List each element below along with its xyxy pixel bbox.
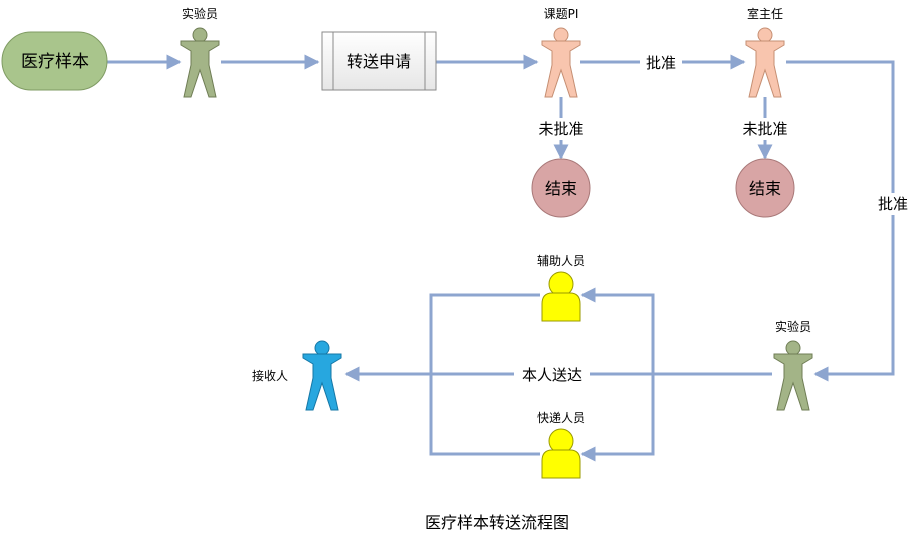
edge-loop-left — [429, 293, 540, 456]
lab-staff-top-person-icon — [180, 27, 220, 98]
node-end-1 — [531, 158, 591, 218]
director-person-icon — [745, 27, 785, 98]
node-courier-label: 快递人员 — [537, 411, 585, 425]
edge-label-self-delivery: 本人送达 — [522, 366, 582, 384]
node-transfer-request-label: 转送申请 — [347, 52, 411, 71]
edge-label-director-approve: 批准 — [878, 195, 908, 213]
courier-user-icon — [541, 428, 581, 479]
edge-label-director-reject: 未批准 — [742, 120, 787, 138]
node-assistant-label: 辅助人员 — [537, 254, 585, 268]
node-project-pi-label: 课题PI — [544, 7, 579, 21]
assistant-user-icon — [541, 271, 581, 322]
edge-loop-courier-right — [580, 374, 655, 462]
edge-label-pi-reject: 未批准 — [538, 120, 583, 138]
edge-director-to-staff — [786, 60, 895, 382]
node-end-2 — [735, 158, 795, 218]
node-lab-staff-bottom-label: 实验员 — [775, 319, 811, 334]
project-pi-person-icon — [541, 27, 581, 98]
node-lab-staff-top-label: 实验员 — [182, 6, 218, 21]
edge-label-pi-approve: 批准 — [646, 54, 676, 72]
diagram-caption: 医疗样本转送流程图 — [425, 513, 569, 532]
node-transfer-request — [321, 31, 437, 91]
node-medical-sample — [1, 31, 108, 91]
lab-staff-bottom-person-icon — [773, 340, 813, 411]
node-medical-sample-label: 医疗样本 — [21, 52, 89, 72]
receiver-person-icon — [302, 340, 342, 411]
node-director-label: 室主任 — [747, 6, 783, 21]
node-receiver-label: 接收人 — [252, 368, 288, 383]
edge-loop-assistant-right — [580, 287, 655, 374]
node-end-2-label: 结束 — [749, 179, 781, 198]
node-end-1-label: 结束 — [545, 179, 577, 198]
